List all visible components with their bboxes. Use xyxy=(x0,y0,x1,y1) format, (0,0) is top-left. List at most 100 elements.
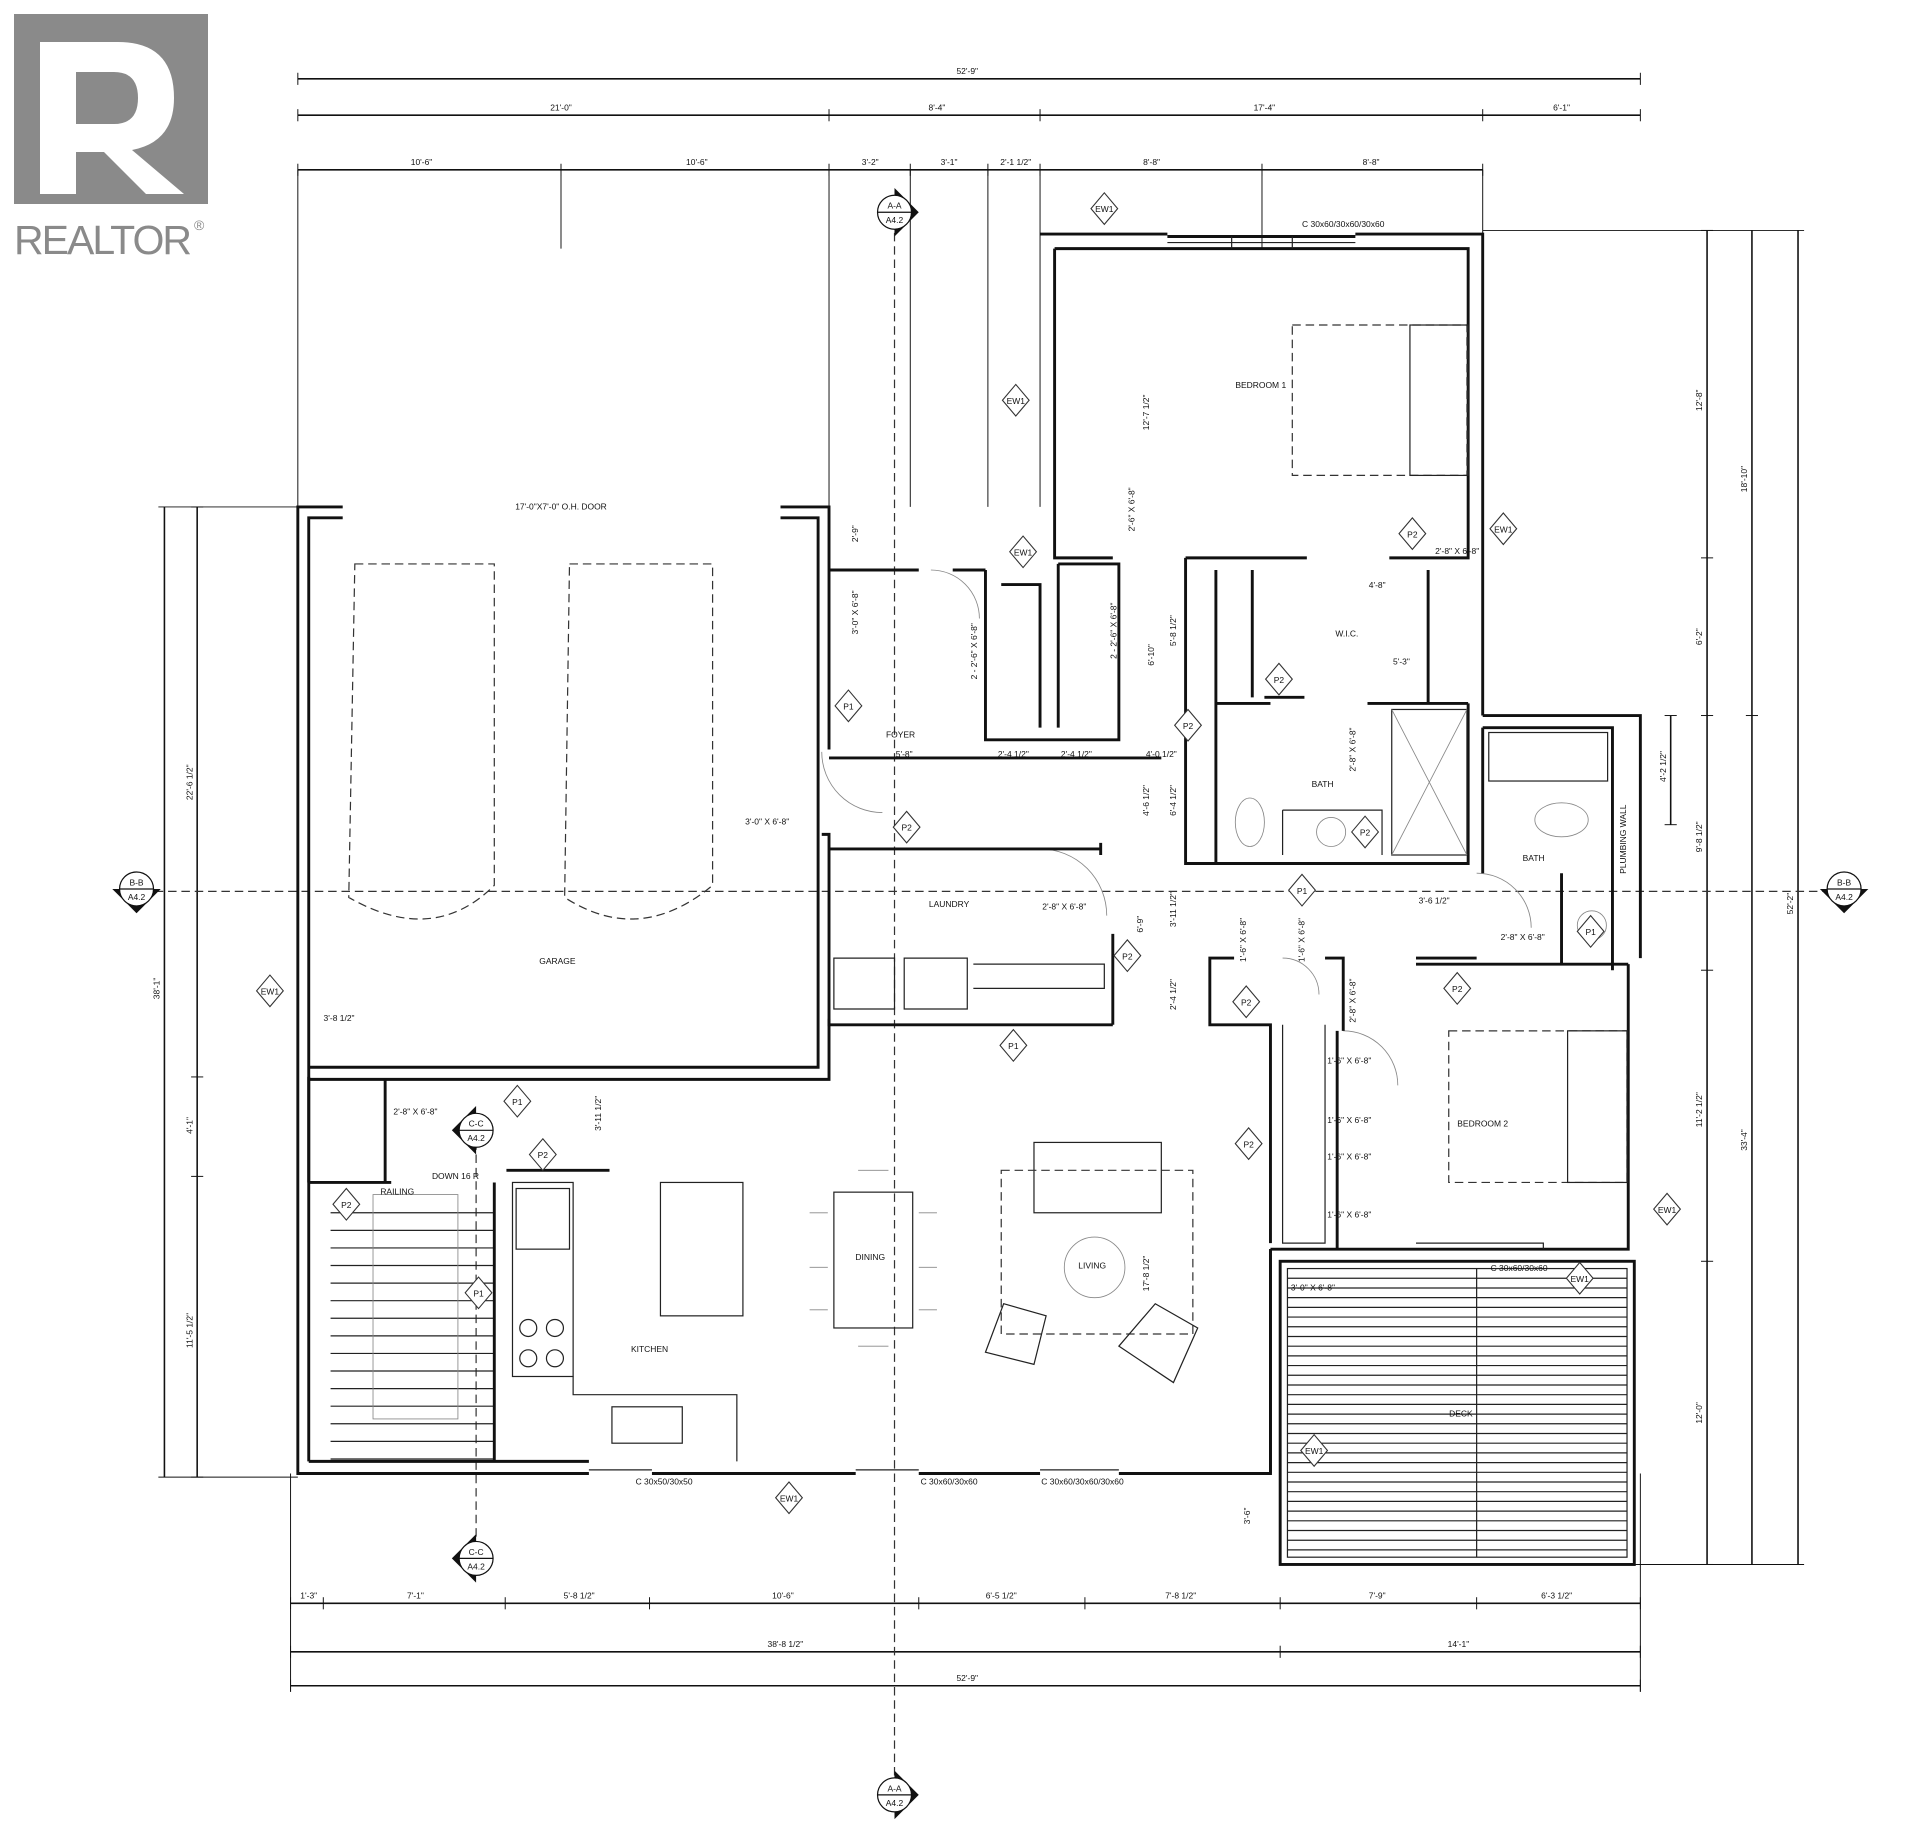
dimension-label: 14'-1" xyxy=(1448,1639,1470,1649)
section-marker: C-CA4.2 xyxy=(451,1534,494,1583)
dimension-label: 12'-0" xyxy=(1694,1402,1704,1424)
dimension-label: 52'-9" xyxy=(956,66,978,76)
section-id: C-C xyxy=(469,1119,484,1129)
section-marker: B-BA4.2 xyxy=(1819,871,1869,914)
door-label: 2'-8" X 6'-8" xyxy=(1042,902,1086,912)
partition-tag-p1: P1 xyxy=(503,1084,532,1118)
dimension-label: 10'-6" xyxy=(686,157,708,167)
door-swing xyxy=(930,569,980,619)
dimension-label: 5'-3" xyxy=(1393,657,1410,667)
door-label: 3'-0" X 6'-8" xyxy=(745,817,789,827)
partition-tag-p2: P2 xyxy=(1398,517,1427,551)
dimension-label: 6'-4 1/2" xyxy=(1168,785,1178,816)
tag-label: P2 xyxy=(538,1150,549,1160)
tag-label: P1 xyxy=(843,701,854,711)
dimension-label: 18'-10" xyxy=(1739,466,1749,492)
section-sheet: A4.2 xyxy=(1835,892,1853,902)
tag-label: P2 xyxy=(901,823,912,833)
dimension-label: 3'-6" xyxy=(1242,1508,1252,1525)
dimension-label: 6'-5 1/2" xyxy=(986,1590,1017,1600)
dimension-label: 10'-6" xyxy=(772,1590,794,1600)
partition-tag-p2: P2 xyxy=(1234,1127,1263,1161)
window-label: C 30x60/30x60/30x60 xyxy=(1041,1476,1124,1486)
dimension-label: 6'-9" xyxy=(1135,916,1145,933)
dimension-label: 11'-2 1/2" xyxy=(1694,1092,1704,1127)
dimension-label: 8'-8" xyxy=(1143,157,1160,167)
section-id: B-B xyxy=(129,877,143,887)
exterior-wall-tag: EW1 xyxy=(1565,1261,1594,1295)
section-sheet: A4.2 xyxy=(467,1561,485,1571)
svg-text:®: ® xyxy=(194,217,205,233)
dimension-label: 33'-4" xyxy=(1739,1129,1749,1151)
dimension-label: 4'-1" xyxy=(184,1117,194,1134)
dimension-label: 12'-7 1/2" xyxy=(1141,394,1151,430)
furniture xyxy=(330,324,1628,1462)
dimension-label: 11'-5 1/2" xyxy=(184,1313,194,1348)
door-label: 1'-6" X 6'-8" xyxy=(1327,1115,1371,1125)
partition-tag-p2: P2 xyxy=(332,1187,361,1221)
dimension-label: 6'-3 1/2" xyxy=(1541,1590,1572,1600)
room-label: LAUNDRY xyxy=(929,899,970,909)
dimension-label: 8'-4" xyxy=(929,102,946,112)
room-label: BEDROOM 1 xyxy=(1235,380,1286,390)
dimension-label: 7'-1" xyxy=(407,1590,424,1600)
room-label: BATH xyxy=(1523,853,1545,863)
door-swing xyxy=(1282,957,1320,995)
tag-label: EW1 xyxy=(261,986,280,996)
tag-label: P2 xyxy=(1452,984,1463,994)
tag-label: EW1 xyxy=(1494,524,1513,534)
tag-label: P2 xyxy=(341,1200,352,1210)
tag-label: P2 xyxy=(1183,721,1194,731)
dimension-label: 52'-2" xyxy=(1785,893,1795,915)
door-label: 1'-6" X 6'-8" xyxy=(1327,1210,1371,1220)
room-label: BATH xyxy=(1312,779,1334,789)
exterior-wall-tag: EW1 xyxy=(1090,191,1119,226)
door-label: 2 - 2'-6" X 6'-8" xyxy=(969,623,979,679)
dimension-label: 4'-8" xyxy=(1369,580,1386,590)
plumbing-wall-note: PLUMBING WALL xyxy=(1618,804,1628,874)
partition-tag-p2: P2 xyxy=(892,810,921,844)
dimension-label: 3'-11 1/2" xyxy=(1168,892,1178,927)
plan-labels: 52'-9"21'-0"8'-4"17'-4"6'-1"10'-6"10'-6"… xyxy=(112,66,1869,1820)
section-sheet: A4.2 xyxy=(886,215,904,225)
realtor-logo-mark: REALTOR ® xyxy=(14,14,208,263)
window-label: C 30x50/30x50 xyxy=(636,1476,693,1486)
tag-label: P1 xyxy=(1008,1041,1019,1051)
section-marker: B-BA4.2 xyxy=(112,871,161,914)
tag-label: EW1 xyxy=(1571,1274,1590,1284)
section-id: A-A xyxy=(887,201,901,211)
section-marker: C-C A4.2 xyxy=(451,1106,494,1155)
partition-tag-p2: P2 xyxy=(1443,971,1472,1006)
dimension-label: 2'-4 1/2" xyxy=(998,749,1029,759)
dimension-label: 5'-8 1/2" xyxy=(564,1590,595,1600)
exterior-wall-tag: EW1 xyxy=(774,1481,804,1515)
partition-tag-p2: P2 xyxy=(1113,939,1142,973)
stair-note: DOWN 16 R xyxy=(432,1171,479,1181)
exterior-wall-tag: EW1 xyxy=(1001,383,1030,417)
exterior-wall-tag: EW1 xyxy=(1009,535,1038,569)
door-label: 2'-8" X 6'-8" xyxy=(1501,932,1545,942)
tag-label: EW1 xyxy=(1014,547,1033,557)
room-label: W.I.C. xyxy=(1335,629,1358,639)
exterior-wall-tag: EW1 xyxy=(1300,1433,1329,1468)
partition-tag-p2: P2 xyxy=(528,1137,557,1172)
section-sheet: A4.2 xyxy=(886,1798,904,1808)
door-label: 2'-8" X 6'-8" xyxy=(1435,546,1479,556)
dimension-label: 5'-8" xyxy=(896,749,913,759)
dimension-label: 6'-10" xyxy=(1146,644,1156,666)
dimension-label: 9'-8 1/2" xyxy=(1694,821,1704,852)
tag-label: P2 xyxy=(1407,529,1418,539)
tag-label: P2 xyxy=(1243,1139,1254,1149)
svg-text:REALTOR: REALTOR xyxy=(14,217,192,263)
dimension-label: 17'-4" xyxy=(1254,102,1276,112)
tag-label: P1 xyxy=(512,1097,523,1107)
door-label: 3'-0" X 6'-8" xyxy=(1291,1282,1335,1292)
section-sheet: A4.2 xyxy=(467,1133,485,1143)
realtor-logo: REALTOR ® xyxy=(14,14,208,264)
dimension-label: 3'-1" xyxy=(941,157,958,167)
dimension-label: 4'-0 1/2" xyxy=(1146,749,1177,759)
dimension-label: 1'-3" xyxy=(300,1590,317,1600)
door-label: 1'-6" X 6'-8" xyxy=(1327,1151,1371,1161)
dimension-label: 12'-8" xyxy=(1694,389,1704,411)
